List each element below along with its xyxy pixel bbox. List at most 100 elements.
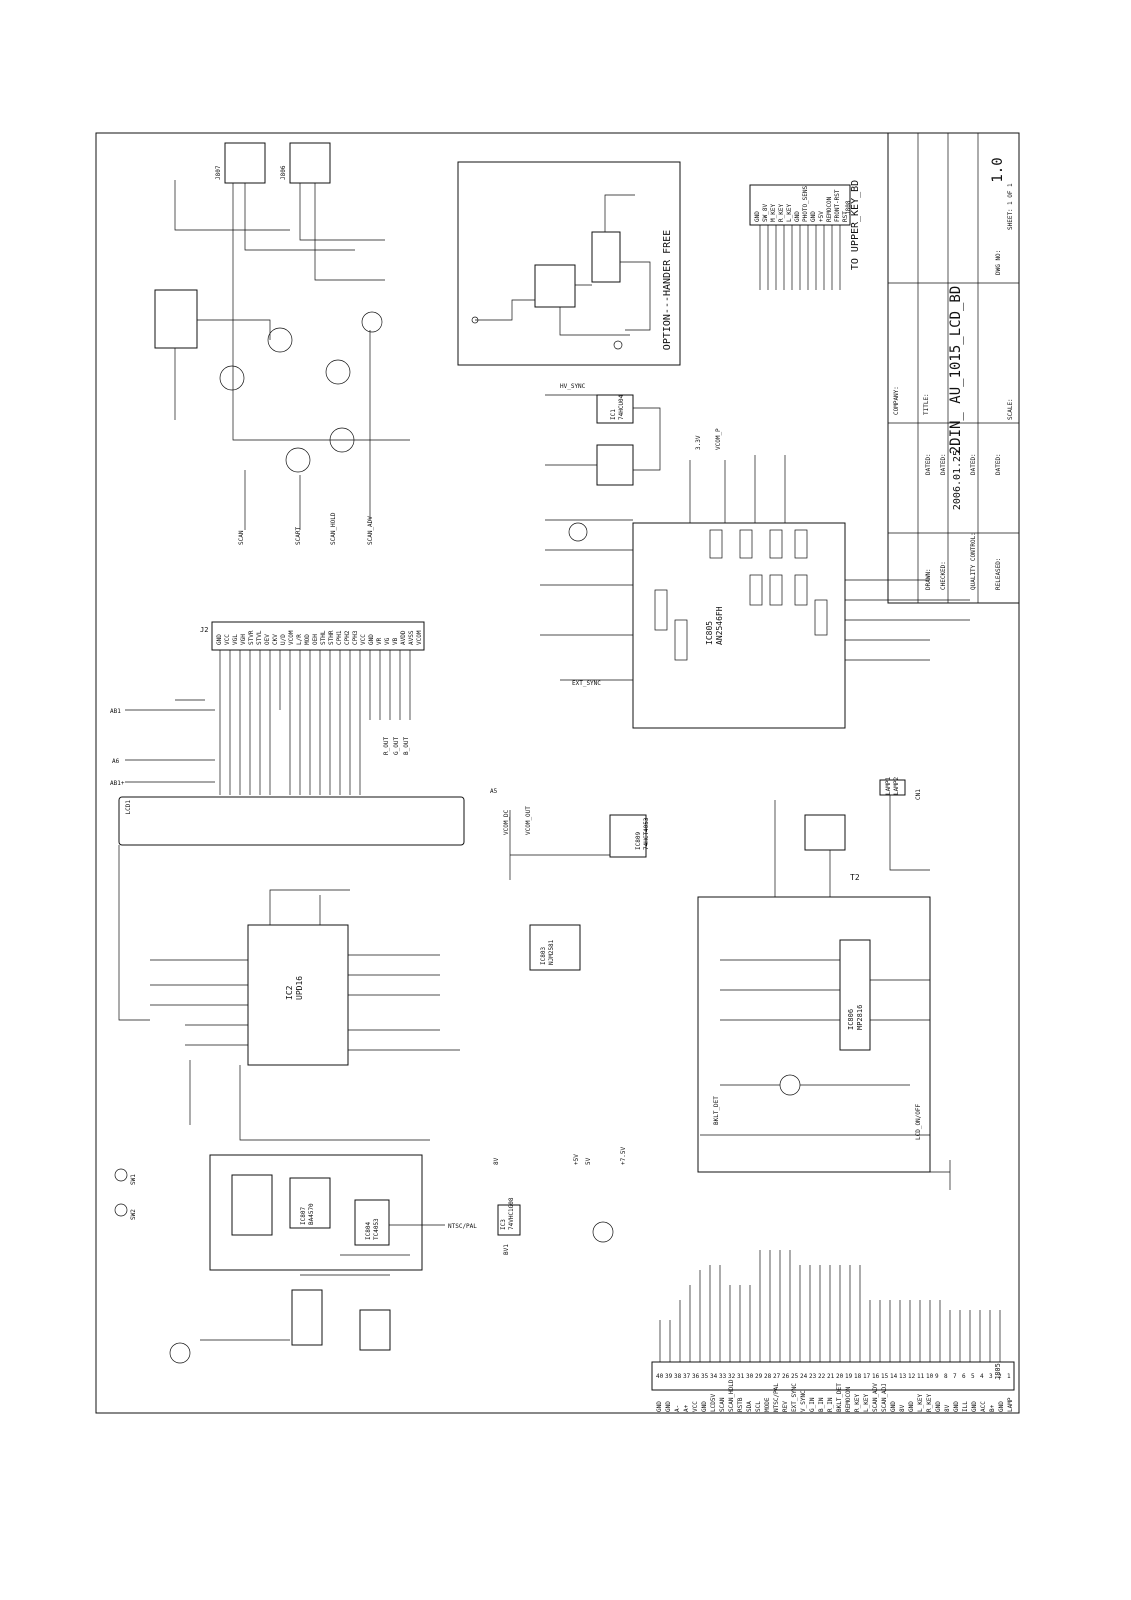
j805-signal: A- (674, 1405, 681, 1412)
title-block-dwg-label: DWG NO: (995, 250, 1002, 275)
j805-pin-number: 17 (863, 1373, 871, 1380)
ic805-ref: IC805 (705, 621, 714, 645)
j805-pin-number: 6 (962, 1373, 966, 1380)
j805-pin-number: 16 (872, 1373, 880, 1380)
net-bv1: BV1 (503, 1244, 510, 1255)
j805-signal: SCAN_ADV (872, 1383, 879, 1412)
j805-signal: VCC (692, 1401, 699, 1412)
net-scart: SCART (295, 527, 302, 545)
j805-signal: GND (890, 1401, 897, 1412)
ic804-area (169, 1154, 445, 1364)
j2-signal: STVR (248, 630, 255, 645)
ic3-part: 74VHC1G08 (508, 1197, 515, 1230)
j805-signal: R_KEY (926, 1394, 933, 1412)
title-block-sheet-label: SHEET: (1007, 208, 1014, 230)
j805-pin-number: 9 (935, 1373, 939, 1380)
j2-connector: J2 (125, 621, 425, 795)
j808-ref: J808 (845, 200, 852, 215)
j805-signal: MODE (764, 1397, 771, 1412)
ic805-part: AN2546FH (715, 606, 724, 645)
j2-signal: STHR (328, 630, 335, 645)
ic3-ref: IC3 (500, 1219, 507, 1230)
j2-signal: VGH (240, 634, 247, 645)
j808-signal: +5V (818, 211, 825, 222)
title-block-dated-label-2: DATED: (940, 453, 947, 475)
ic804-part: TC4053 (373, 1218, 380, 1240)
lamp-pin-1: LAMP1 (885, 777, 892, 795)
net-scan-hold: SCAN_HOLD (330, 512, 337, 545)
j805-pin-number: 5 (971, 1373, 975, 1380)
j805-pin-number: 4 (980, 1373, 984, 1380)
title-block-released-label: RELEASED: (995, 557, 1002, 590)
j805-ref: J805 (994, 1363, 1002, 1380)
j805-signal: 8V (899, 1404, 906, 1412)
net-3v3: 3.3V (695, 435, 702, 450)
j2-signal: CKV (272, 634, 279, 645)
upper-key-label: TO UPPER_KEY_BD (850, 180, 861, 270)
j2-signal: AVDD (400, 630, 407, 645)
net-8v: 8V (493, 1157, 500, 1165)
j805-pin-number: 18 (854, 1373, 862, 1380)
net-ntsc-pal: NTSC/PAL (448, 1223, 477, 1230)
j805-signal: RSTB (737, 1397, 744, 1412)
title-block-quality-label: QUALITY CONTROL: (970, 532, 977, 590)
net-r-out: R_OUT (383, 737, 390, 755)
hand-free-label: OPTION---HANDER FREE (662, 230, 673, 350)
j805-pin-number: 29 (755, 1373, 763, 1380)
j808-signal: FRONT-RST (834, 189, 841, 222)
net-a5: A5 (490, 788, 498, 795)
ic2-controller: IC2 UPD16 (118, 845, 460, 1141)
j2-signal: VB (392, 637, 399, 645)
j807-ref: J807 (215, 165, 222, 180)
t2-ref: T2 (850, 873, 860, 882)
j805-signal: B_IN (818, 1397, 825, 1412)
j805-pin-number: 23 (809, 1373, 817, 1380)
j805-signal: SCAN (719, 1397, 726, 1412)
j805-signal: LCD5V (710, 1394, 717, 1412)
net-lcd-on-off: LCD_ON/OFF (915, 1103, 922, 1140)
j2-signal: CPH3 (352, 630, 359, 645)
j805-signal: L_KEY (863, 1394, 870, 1412)
title-block: 2DIN_ AU_1015_LCD_BD 1.0 2006.01.25 COMP… (887, 132, 1020, 604)
j805-pin-number: 33 (719, 1373, 727, 1380)
j805-signal: ILL (962, 1401, 969, 1412)
j2-signal: VCC (360, 634, 367, 645)
j2-signal: CPH1 (336, 630, 343, 645)
ic806-part: MP2816 (856, 1005, 864, 1030)
ic1-ref: IC1 (610, 409, 617, 420)
switch-2: SW2 (130, 1209, 137, 1220)
j805-signal: GND (935, 1401, 942, 1412)
j805-pin-number: 34 (710, 1373, 718, 1380)
j805-signal: B+ (989, 1404, 996, 1412)
net-5v: 5V (585, 1157, 592, 1165)
net-g-out: G_OUT (393, 737, 400, 755)
j2-signal: AVSS (408, 630, 415, 645)
j805-pin-number: 27 (773, 1373, 781, 1380)
j805-signal: R_KEY (854, 1394, 861, 1412)
title-block-scale-label: SCALE: (1007, 398, 1014, 420)
j805-pin-number: 32 (728, 1373, 736, 1380)
j808-signal: PHOTO_SENS (802, 185, 809, 222)
net-bklt-det: BKLT_DET (713, 1096, 720, 1125)
j805-pin-number: 28 (764, 1373, 772, 1380)
connector-refs: J807 J806 J808 (215, 165, 852, 215)
j2-signal: MOD (304, 634, 311, 645)
j806-ref: J806 (280, 165, 287, 180)
j2-signal: STVL (256, 630, 263, 645)
j805-signal: BKLT_DET (836, 1383, 843, 1412)
j805-pin-number: 1 (1007, 1373, 1011, 1380)
net-hv-sync: HV_SYNC (560, 383, 586, 390)
j805-pin-number: 8 (944, 1373, 948, 1380)
j2-signal: VCOM (288, 630, 295, 645)
j805-pin-number: 37 (683, 1373, 691, 1380)
ic809-ref: IC809 (635, 832, 642, 850)
j805-pin-number: 40 (656, 1373, 664, 1380)
j805-signal: GND (998, 1401, 1005, 1412)
lcd1-connector: LCD1 (118, 796, 465, 846)
j808-signal: REMOCON (826, 196, 833, 222)
j805-signal: SCAN_ADJ (881, 1383, 888, 1412)
net-ext-sync: EXT_SYNC (572, 680, 601, 687)
j805-connector: J805 (651, 1250, 1015, 1391)
j805-pin-number: 10 (926, 1373, 934, 1380)
